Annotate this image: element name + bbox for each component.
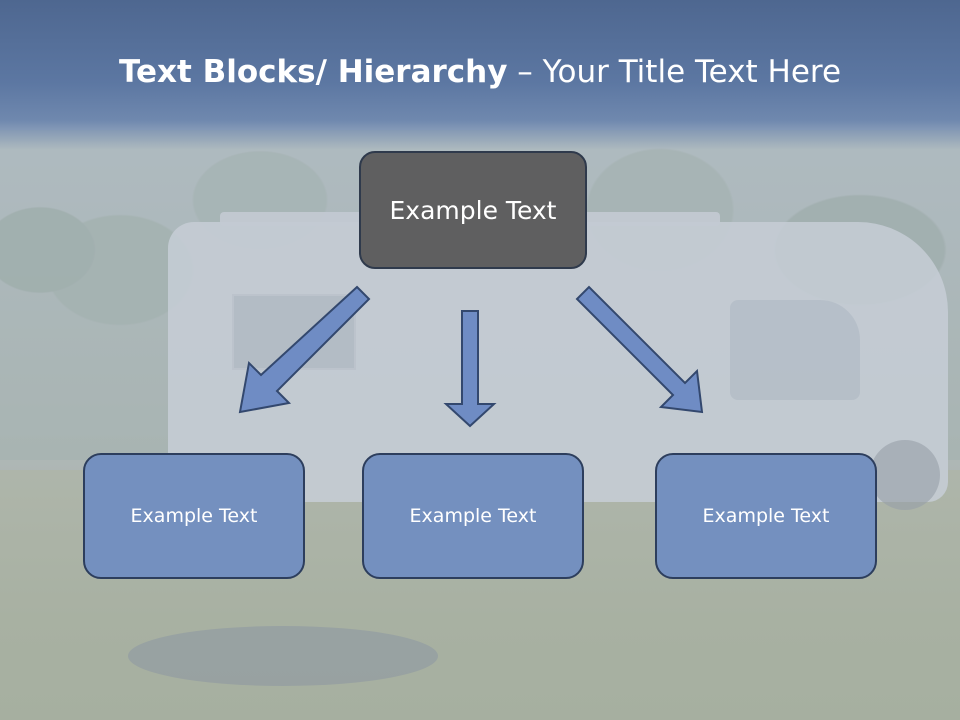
camper-wheel bbox=[870, 440, 940, 510]
slide-title-bold: Text Blocks/ Hierarchy bbox=[118, 54, 508, 90]
child-text-box-right[interactable]: Example Text bbox=[655, 453, 877, 579]
child-text-box-left[interactable]: Example Text bbox=[83, 453, 305, 579]
camper-cab bbox=[730, 300, 860, 400]
top-text-box-label: Example Text bbox=[389, 195, 557, 225]
top-text-box[interactable]: Example Text bbox=[359, 151, 587, 269]
arrow-right bbox=[575, 285, 704, 414]
title-band bbox=[0, 0, 960, 150]
child-text-box-label: Example Text bbox=[130, 505, 258, 527]
child-text-box-center[interactable]: Example Text bbox=[362, 453, 584, 579]
slide-title-rest: Your Title Text Here bbox=[542, 54, 842, 90]
slide-title: Text Blocks/ Hierarchy – Your Title Text… bbox=[0, 54, 960, 90]
arrow-center bbox=[443, 310, 497, 428]
picnic-mat bbox=[128, 626, 438, 686]
child-text-box-label: Example Text bbox=[702, 505, 830, 527]
slide-title-separator: – bbox=[507, 54, 543, 90]
arrow-left bbox=[238, 285, 371, 414]
child-text-box-label: Example Text bbox=[409, 505, 537, 527]
